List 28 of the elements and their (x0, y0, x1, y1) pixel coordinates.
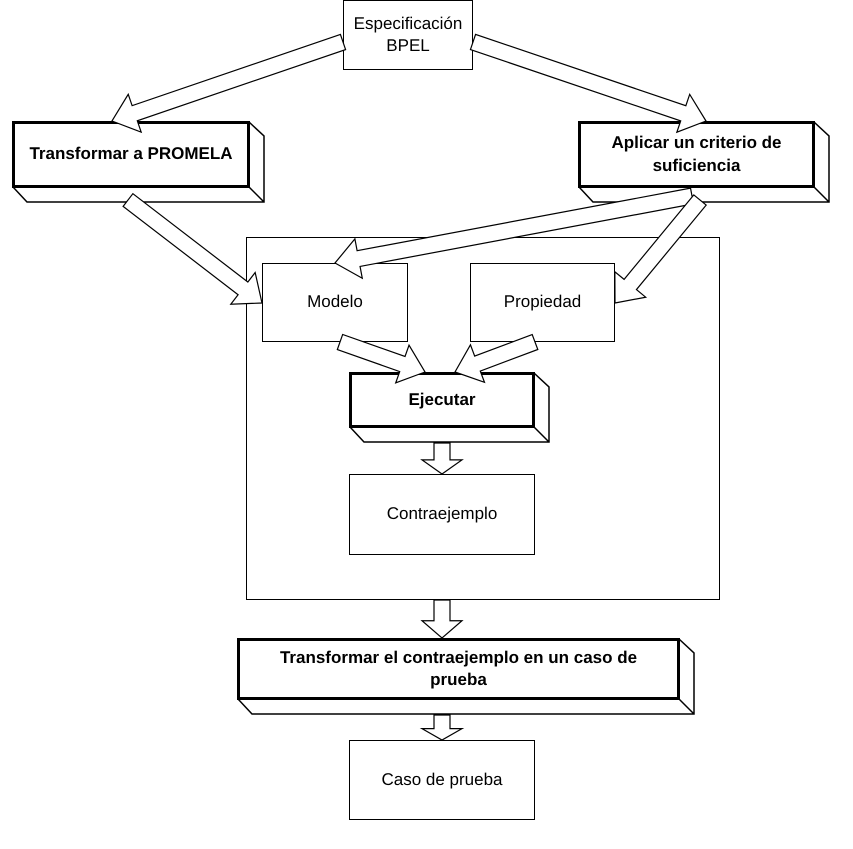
arrow (420, 599, 464, 639)
node-text: Transformar el contraejemplo en un caso de prueba (278, 646, 638, 691)
arrow (420, 442, 464, 475)
node-text: Transformar a PROMELA (29, 143, 233, 166)
node-text: Ejecutar (408, 388, 476, 411)
arrow (336, 334, 426, 384)
process-block (349, 372, 550, 443)
arrow (420, 714, 464, 741)
node-text: Caso de prueba (382, 768, 502, 791)
node-text: Aplicar un criterio de suficiencia (610, 132, 783, 176)
process-block (237, 638, 695, 715)
node-text: Especificación BPEL (354, 12, 462, 57)
process-box (349, 474, 535, 555)
process-box (343, 0, 473, 70)
process-box (349, 740, 535, 820)
arrow (614, 194, 708, 304)
arrow (334, 187, 694, 280)
node-text: Contraejemplo (386, 503, 498, 526)
process-block (578, 121, 830, 203)
arrow (454, 334, 539, 384)
node-text: Propiedad (504, 291, 582, 314)
arrow (122, 192, 263, 305)
process-box (470, 263, 615, 342)
process-block (12, 121, 265, 203)
process-box (262, 263, 408, 342)
arrow (111, 34, 346, 134)
arrow (470, 34, 707, 134)
node-text: Modelo (307, 291, 363, 314)
